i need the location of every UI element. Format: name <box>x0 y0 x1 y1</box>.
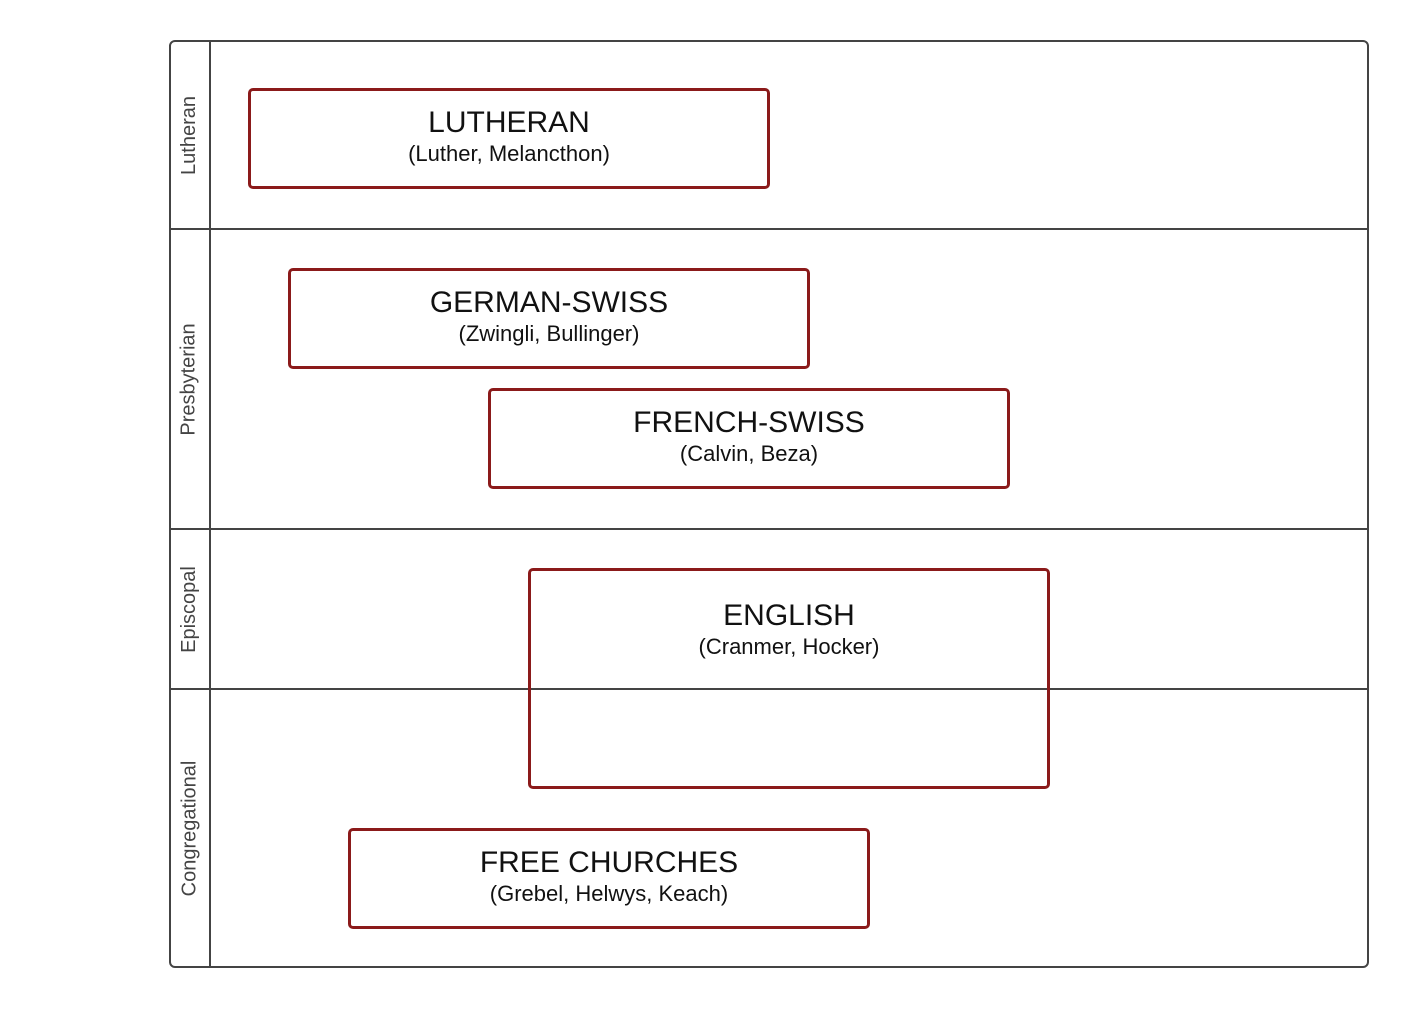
tradition-founders: (Grebel, Helwys, Keach) <box>489 881 729 906</box>
tradition-title: FREE CHURCHES <box>479 846 739 879</box>
tradition-founders: (Luther, Melancthon) <box>408 141 610 166</box>
tradition-title: ENGLISH <box>723 599 855 632</box>
tradition-founders: (Zwingli, Bullinger) <box>458 321 640 346</box>
lane-divider-episcopal-congregational <box>169 688 1369 690</box>
lane-divider-lutheran-presbyterian <box>169 228 1369 230</box>
tradition-box-french-swiss[interactable]: FRENCH-SWISS (Calvin, Beza) <box>488 388 1010 489</box>
tradition-title: LUTHERAN <box>428 106 590 139</box>
tradition-box-german-swiss[interactable]: GERMAN-SWISS (Zwingli, Bullinger) <box>288 268 810 369</box>
tradition-box-english[interactable]: ENGLISH (Cranmer, Hocker) <box>528 568 1050 789</box>
lane-label-text: Congregational <box>178 760 200 896</box>
lane-label-column-divider <box>209 40 211 968</box>
tradition-founders: (Cranmer, Hocker) <box>698 634 880 659</box>
tradition-box-lutheran[interactable]: LUTHERAN (Luther, Melancthon) <box>248 88 770 189</box>
tradition-box-free-churches[interactable]: FREE CHURCHES (Grebel, Helwys, Keach) <box>348 828 870 929</box>
lane-label-text: Episcopal <box>178 565 200 653</box>
lane-label-episcopal: Episcopal <box>170 530 209 688</box>
tradition-title: GERMAN-SWISS <box>429 286 669 319</box>
lane-label-congregational: Congregational <box>170 690 209 966</box>
lane-label-presbyterian: Presbyterian <box>170 230 209 528</box>
lane-label-text: Lutheran <box>178 95 200 175</box>
swimlane-frame <box>169 40 1369 968</box>
lane-label-lutheran: Lutheran <box>170 42 209 228</box>
lane-divider-presbyterian-episcopal <box>169 528 1369 530</box>
lane-label-text: Presbyterian <box>178 322 200 436</box>
tradition-founders: (Calvin, Beza) <box>679 441 819 466</box>
tradition-title: FRENCH-SWISS <box>633 406 865 439</box>
